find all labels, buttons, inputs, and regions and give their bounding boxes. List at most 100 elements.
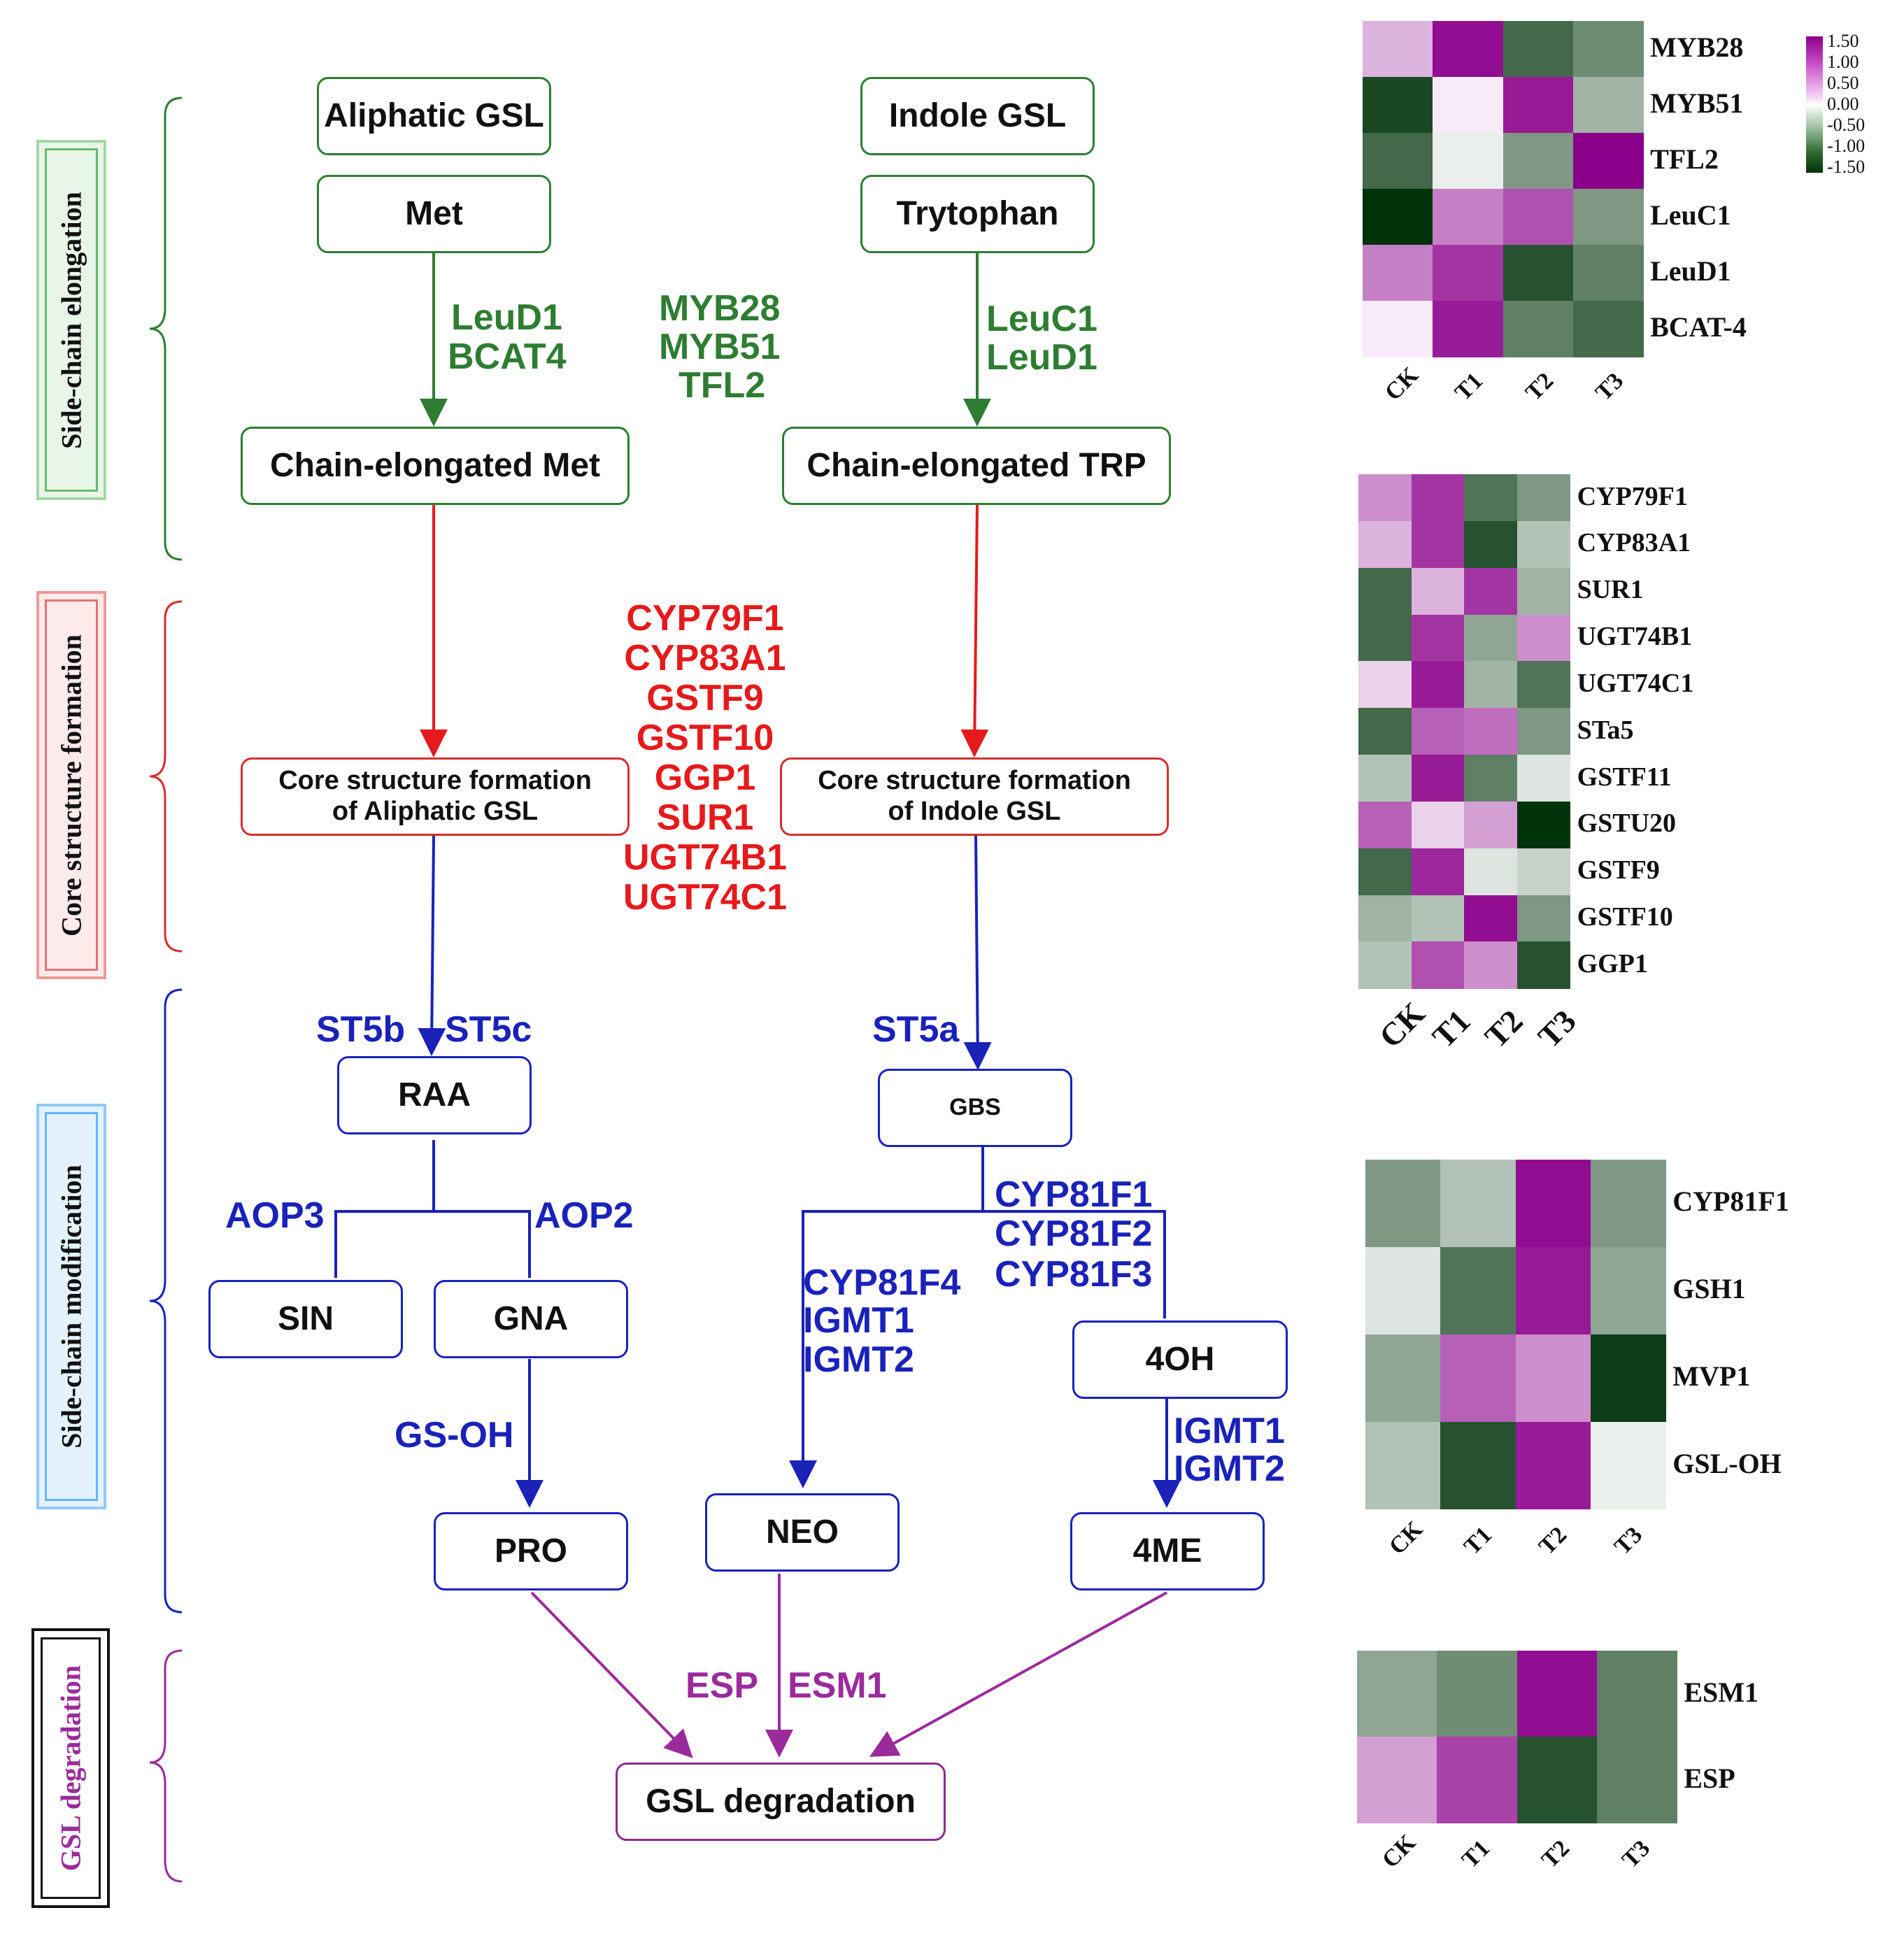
heatmap-gene-label: MYB51 (1650, 87, 1744, 120)
stage-elongation: Side-chain elongation (36, 140, 106, 500)
enzyme-igmt2-left: IGMT2 (803, 1339, 914, 1380)
heatmap-gene-label: TFL2 (1650, 143, 1719, 176)
heatmap-gene-label: ESP (1684, 1762, 1735, 1794)
colorbar-tick-label: 0.00 (1827, 94, 1859, 114)
heatmap-cell (1464, 474, 1518, 522)
enzyme-leuc1: LeuC1 (986, 299, 1097, 339)
heatmap-cell (1516, 661, 1571, 709)
stage-core-label: Core structure formation (55, 634, 87, 937)
heatmap-cell (1515, 1246, 1591, 1335)
heatmap-cell (1363, 21, 1433, 78)
node-indole-gsl: Indole GSL (860, 77, 1095, 155)
heatmap-gene-label: GSTF9 (1577, 855, 1660, 885)
colorbar (1806, 36, 1823, 173)
enzyme-myb28: MYB28 (659, 288, 781, 329)
brace-modification (149, 988, 183, 1614)
heatmap-cell (1516, 895, 1571, 942)
colorbar-tick-label: 1.00 (1827, 52, 1859, 72)
heatmap-cell (1358, 801, 1412, 849)
enzyme-aop2: AOP2 (534, 1195, 634, 1236)
heatmap-cell (1357, 1651, 1437, 1737)
enzyme-st5b: ST5b (316, 1009, 406, 1050)
node-raa: RAA (337, 1056, 532, 1134)
heatmap-gene-label: LeuC1 (1650, 199, 1731, 232)
node-core-aliphatic: Core structure formation of Aliphatic GS… (241, 757, 630, 836)
enzyme-gstf9: GSTF9 (646, 678, 764, 718)
heatmap-cell (1411, 661, 1465, 709)
heatmap-gene-label: CYP81F1 (1672, 1186, 1789, 1218)
enzyme-leud1-left: LeuD1 (451, 297, 562, 338)
heatmap-cell (1502, 77, 1574, 134)
heatmap-cell (1411, 614, 1465, 662)
heatmap-cell (1358, 474, 1412, 522)
heatmap-cell (1440, 1246, 1516, 1335)
heatmap-cell (1433, 189, 1504, 245)
heatmap-cell (1502, 301, 1574, 357)
heatmap-cell (1411, 520, 1465, 569)
heatmap-gene-label: CYP79F1 (1577, 481, 1688, 511)
heatmap-cell (1464, 661, 1518, 709)
heatmap-cell (1516, 1651, 1598, 1737)
heatmap-gene-label: STa5 (1577, 715, 1634, 745)
heatmap-cell (1464, 755, 1518, 802)
heatmap-cell (1365, 1334, 1441, 1423)
heatmap-cell (1464, 801, 1518, 849)
heatmap-cell (1357, 1737, 1437, 1823)
heatmap-cell (1411, 895, 1465, 942)
heatmap-cell (1411, 801, 1465, 849)
heatmap-gene-label: UGT74B1 (1577, 622, 1693, 652)
enzyme-esm1: ESM1 (788, 1665, 887, 1706)
heatmap-cell (1411, 474, 1465, 522)
heatmap-cell (1358, 895, 1412, 942)
heatmap-cell (1516, 801, 1571, 849)
heatmap-cell (1464, 614, 1518, 662)
enzyme-ggp1: GGP1 (654, 757, 756, 798)
heatmap-cell (1363, 301, 1433, 357)
stage-degradation-label: GSL degradation (55, 1665, 87, 1872)
enzyme-gs-oh: GS-OH (395, 1415, 514, 1455)
enzyme-st5c: ST5c (445, 1009, 532, 1050)
node-neo: NEO (705, 1493, 900, 1572)
stage-modification-label: Side-chain modification (55, 1165, 87, 1449)
stage-modification: Side-chain modification (36, 1104, 106, 1509)
heatmap-cell (1358, 661, 1412, 709)
heatmap-cell (1365, 1246, 1441, 1335)
enzyme-tfl2: TFL2 (679, 365, 766, 406)
heatmap-cell (1516, 1737, 1598, 1823)
heatmap-cell (1464, 895, 1518, 942)
heatmap-gene-label: BCAT-4 (1650, 311, 1747, 343)
heatmap-gene-label: ESM1 (1684, 1676, 1759, 1708)
heatmap-gene-label: GSL-OH (1672, 1448, 1782, 1480)
heatmap-gene-label: GSTF10 (1577, 902, 1673, 932)
heatmap-cell (1440, 1160, 1516, 1248)
heatmap-cell (1515, 1334, 1591, 1423)
heatmap-cell (1515, 1421, 1591, 1510)
heatmap-cell (1358, 567, 1412, 615)
enzyme-st5a: ST5a (872, 1009, 960, 1050)
heatmap-cell (1572, 133, 1644, 190)
heatmap-cell (1358, 848, 1412, 896)
heatmap-cell (1516, 567, 1571, 615)
heatmap-cell (1433, 301, 1504, 357)
heatmap-cell (1590, 1246, 1666, 1335)
heatmap-cell (1572, 245, 1644, 301)
brace-core (149, 600, 183, 953)
heatmap-gene-label: SUR1 (1577, 575, 1644, 605)
node-gsl-degradation: GSL degradation (616, 1763, 946, 1841)
heatmap-gene-label: UGT74C1 (1577, 668, 1694, 698)
heatmap-cell (1437, 1737, 1518, 1823)
node-trytophan: Trytophan (860, 175, 1095, 253)
heatmap-cell (1502, 133, 1574, 190)
heatmap-cell (1365, 1160, 1441, 1248)
colorbar-tick-label: -0.50 (1827, 115, 1866, 135)
heatmap-cell (1464, 520, 1518, 569)
enzyme-igmt2-right: IGMT2 (1174, 1449, 1285, 1489)
node-gbs: GBS (878, 1069, 1072, 1147)
enzyme-ugt74c1: UGT74C1 (623, 877, 788, 918)
heatmap-cell (1590, 1421, 1666, 1510)
node-4oh: 4OH (1072, 1321, 1288, 1399)
heatmap-cell (1411, 941, 1465, 989)
enzyme-cyp81f1: CYP81F1 (995, 1174, 1153, 1215)
heatmap-cell (1433, 77, 1504, 134)
